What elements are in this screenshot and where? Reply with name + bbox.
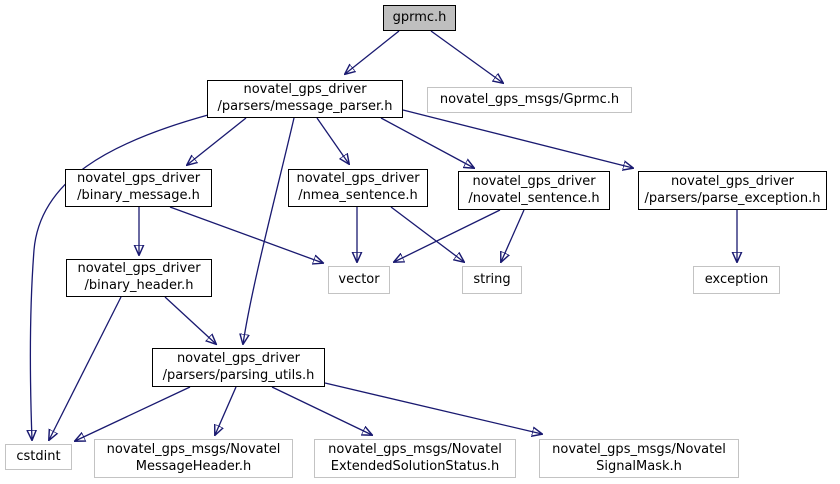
- node-string: string: [462, 266, 522, 294]
- node-binary-header-h[interactable]: novatel_gps_driver /binary_header.h: [66, 259, 212, 297]
- node-parse-exception-h[interactable]: novatel_gps_driver /parsers/parse_except…: [638, 171, 827, 210]
- edge-message-parser-to-nmea-sentence: [316, 117, 349, 164]
- edge-binary-header-to-cstdint: [49, 296, 122, 440]
- node-vector: vector: [328, 266, 390, 294]
- node-novatel-sentence-h[interactable]: novatel_gps_driver /novatel_sentence.h: [458, 171, 610, 210]
- edge-message-parser-to-parse-exception: [402, 109, 633, 168]
- edge-parsing-utils-to-novatel-message-header: [215, 386, 237, 435]
- edge-message-parser-to-novatel-sentence: [380, 117, 474, 168]
- node-novatel-gps-msgs-gprmc-h: novatel_gps_msgs/Gprmc.h: [427, 87, 632, 113]
- edge-novatel-sentence-to-vector: [394, 209, 501, 262]
- node-exception: exception: [693, 266, 780, 294]
- node-cstdint: cstdint: [5, 444, 72, 470]
- edge-nmea-sentence-to-string: [390, 206, 464, 262]
- edge-binary-message-to-vector: [169, 206, 323, 263]
- edge-parsing-utils-to-cstdint: [75, 386, 191, 441]
- node-nmea-sentence-h[interactable]: novatel_gps_driver /nmea_sentence.h: [288, 169, 428, 207]
- edge-parsing-utils-to-signal-mask: [324, 382, 542, 434]
- edge-parsing-utils-to-extended-solution-status: [271, 386, 372, 435]
- node-novatel-message-header-h: novatel_gps_msgs/Novatel MessageHeader.h: [94, 439, 293, 478]
- node-parsing-utils-h[interactable]: novatel_gps_driver /parsers/parsing_util…: [152, 348, 325, 387]
- edge-gprmc-to-message-parser: [345, 30, 400, 74]
- node-signal-mask-h: novatel_gps_msgs/Novatel SignalMask.h: [539, 439, 739, 478]
- node-binary-message-h[interactable]: novatel_gps_driver /binary_message.h: [65, 169, 212, 207]
- node-extended-solution-status-h: novatel_gps_msgs/Novatel ExtendedSolutio…: [314, 439, 516, 478]
- edge-message-parser-to-parsing-utils: [243, 117, 295, 344]
- edge-message-parser-to-binary-message: [187, 117, 247, 165]
- node-message-parser-h[interactable]: novatel_gps_driver /parsers/message_pars…: [207, 80, 403, 118]
- edge-gprmc-to-msg-gprmc: [430, 30, 503, 83]
- node-gprmc-h: gprmc.h: [383, 5, 456, 31]
- edge-novatel-sentence-to-string: [501, 209, 525, 262]
- edge-message-parser-to-cstdint: [30, 114, 209, 440]
- edge-binary-header-to-parsing-utils: [164, 296, 216, 344]
